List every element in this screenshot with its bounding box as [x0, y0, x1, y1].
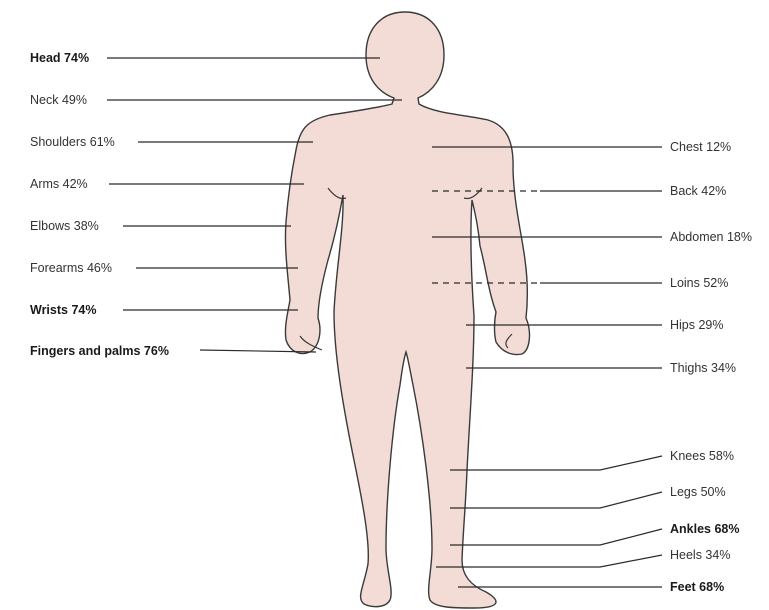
label-forearms: Forearms 46%: [30, 261, 112, 275]
label-ankles: Ankles 68%: [670, 522, 739, 536]
leader-knees: [450, 456, 662, 470]
label-hips: Hips 29%: [670, 318, 724, 332]
label-wrists: Wrists 74%: [30, 303, 96, 317]
label-legs: Legs 50%: [670, 485, 726, 499]
label-head: Head 74%: [30, 51, 89, 65]
left-labels: Head 74% Neck 49% Shoulders 61% Arms 42%…: [30, 51, 169, 358]
leader-legs: [450, 492, 662, 508]
label-thighs: Thighs 34%: [670, 361, 736, 375]
label-arms: Arms 42%: [30, 177, 88, 191]
right-labels: Chest 12% Back 42% Abdomen 18% Loins 52%…: [670, 140, 752, 594]
body-silhouette: [285, 12, 529, 608]
label-fingers: Fingers and palms 76%: [30, 344, 169, 358]
label-knees: Knees 58%: [670, 449, 734, 463]
label-loins: Loins 52%: [670, 276, 728, 290]
label-feet: Feet 68%: [670, 580, 724, 594]
label-back: Back 42%: [670, 184, 726, 198]
label-heels: Heels 34%: [670, 548, 730, 562]
label-shoulders: Shoulders 61%: [30, 135, 115, 149]
leader-ankles: [450, 529, 662, 545]
body-outline: [285, 12, 529, 608]
label-chest: Chest 12%: [670, 140, 731, 154]
label-abdomen: Abdomen 18%: [670, 230, 752, 244]
label-elbows: Elbows 38%: [30, 219, 99, 233]
leader-heels: [436, 555, 662, 567]
label-neck: Neck 49%: [30, 93, 87, 107]
